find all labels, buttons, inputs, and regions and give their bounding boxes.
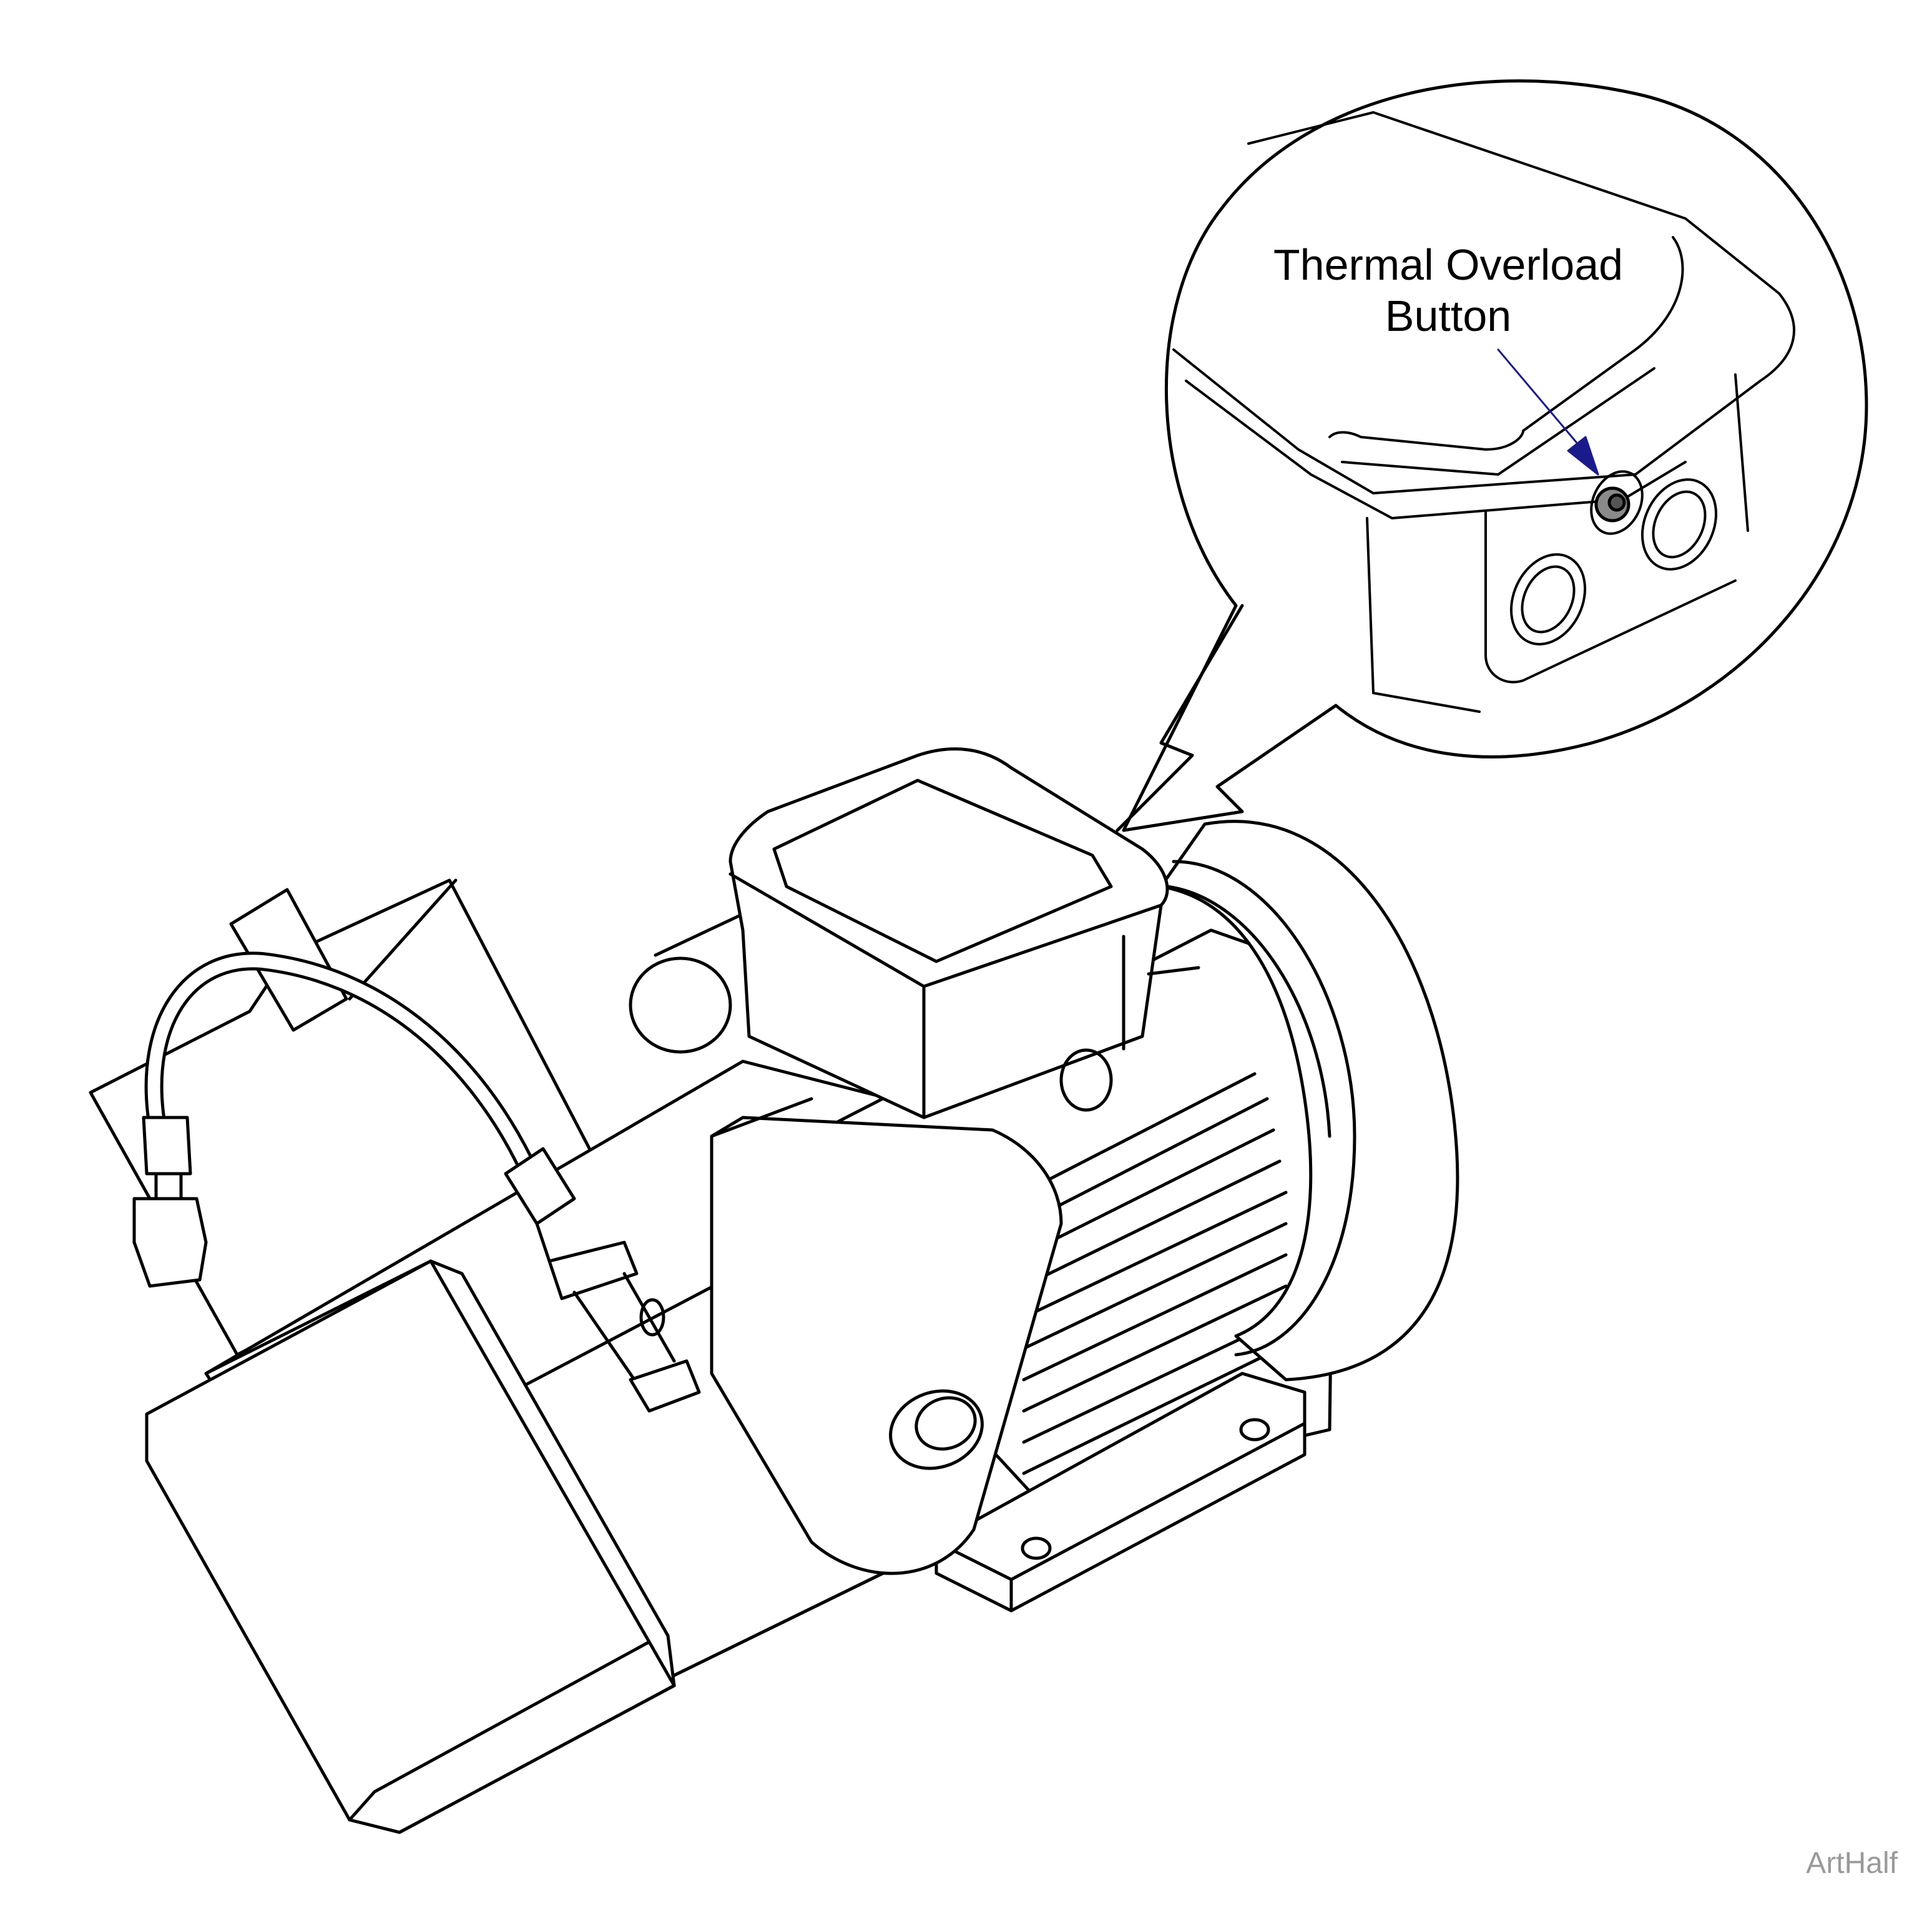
terminal-box	[728, 747, 1200, 1119]
thermal-overload-button	[1594, 486, 1630, 523]
side-port	[629, 903, 776, 1054]
hose	[144, 951, 534, 1171]
motor-foot	[934, 1372, 1307, 1613]
callout-arrow	[1497, 348, 1599, 476]
detail-callout-circle	[1116, 79, 1868, 832]
callout-label-line2: Button	[1385, 292, 1511, 340]
coupling-guard	[710, 1097, 1063, 1575]
callout-label-line1: Thermal Overload	[1273, 240, 1623, 289]
terminal-box-detail	[1172, 111, 1795, 713]
hose-clamp	[504, 1147, 576, 1263]
watermark-text: ArtHalf	[1806, 1847, 1898, 1880]
pump-fitting-right	[547, 1240, 701, 1413]
motor-end-bell	[1159, 820, 1459, 1382]
hose-fitting-left	[132, 1116, 208, 1288]
pump-end-cap	[145, 1259, 676, 1834]
